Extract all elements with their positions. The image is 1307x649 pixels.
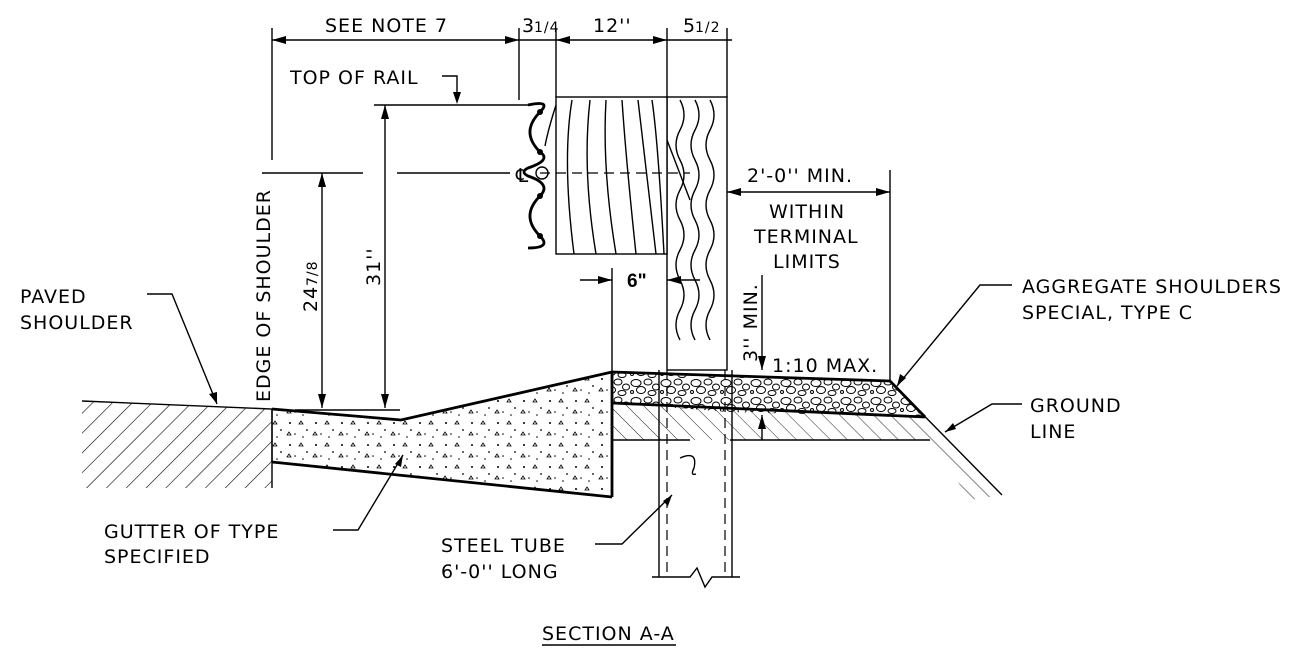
see-note-label: SEE NOTE 7 [325,15,448,37]
dim-five-half-frac: 1/2 [695,20,721,36]
dim-five-half: 5 [683,15,696,37]
paved-shoulder-line2: SHOULDER [20,312,134,334]
ground-earth [612,380,1003,500]
dimension-lines [271,28,891,440]
leader-lines [147,284,1022,545]
text-labels: SEE NOTE 7 3 1/4 12'' 5 1/2 TOP OF RAIL … [20,15,1282,646]
wood-blockout [555,96,668,255]
gutter-line2: SPECIFIED [104,546,211,568]
paved-shoulder-line1: PAVED [20,286,87,308]
dim-three-quarter: 3 [522,15,535,37]
dim-three-quarter-frac: 1/4 [534,20,560,36]
within-line3: LIMITS [773,251,841,273]
dim-24-frac: 7/8 [305,260,321,286]
gutter-line1: GUTTER OF TYPE [104,521,279,543]
edge-of-shoulder-label: EDGE OF SHOULDER [253,189,275,402]
ground-line1: GROUND [1030,395,1122,417]
centerline-symbol: ℄ [515,165,529,187]
three-min-label: 3'' MIN. [740,283,762,362]
within-line2: TERMINAL [753,226,859,248]
section-title: SECTION A-A [542,623,675,645]
aggregate-line2: SPECIAL, TYPE C [1022,302,1193,324]
centerline [262,139,691,201]
steel-tube [652,370,740,589]
aggregate-line1: AGGREGATE SHOULDERS [1022,276,1282,298]
ground-line2: LINE [1030,421,1076,443]
slope-label: 1:10 MAX. [772,355,878,377]
dim-31-label: 31'' [363,247,385,286]
gutter-block [271,370,614,499]
two-ft-min-label: 2'-0'' MIN. [747,165,853,187]
dim-24-label: 24 [300,286,322,312]
paved-shoulder-block [81,400,273,488]
steel-tube-line2: 6'-0'' LONG [441,561,559,583]
steel-tube-line1: STEEL TUBE [441,535,566,557]
within-line1: WITHIN [769,201,845,223]
wood-post [666,96,728,371]
w-beam-rail [522,102,557,250]
top-of-rail-label: TOP OF RAIL [289,67,419,89]
dim-twelve: 12'' [593,15,632,37]
six-inch-label: 6" [627,271,647,292]
